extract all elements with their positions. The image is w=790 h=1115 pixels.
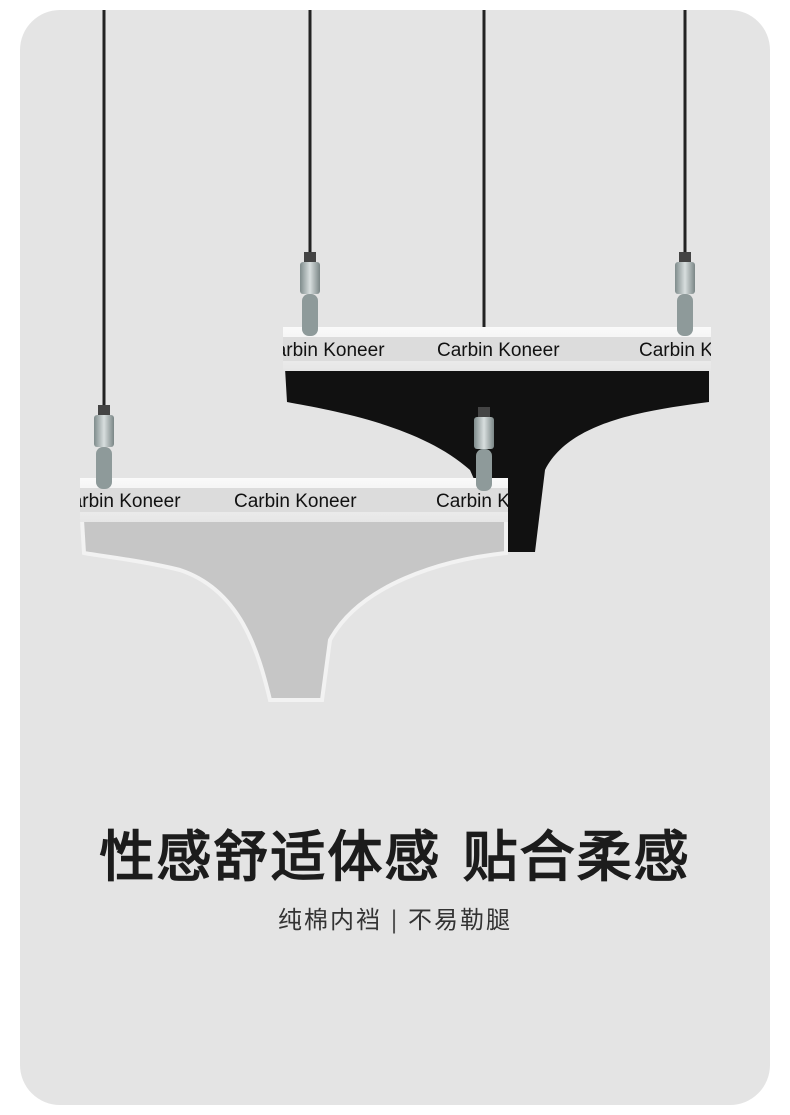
subheadline-separator: | xyxy=(389,906,401,934)
clip-4 xyxy=(474,407,494,491)
gray-waistband-brand-center: Carbin Koneer xyxy=(234,491,357,512)
clip-2 xyxy=(675,252,695,336)
gray-waistband-brand-right: Carbin Koneer xyxy=(436,491,559,512)
black-underwear: Carbin Koneer Carbin Koneer Carbin Konee… xyxy=(262,327,762,552)
subheadline-left: 纯棉内裆 xyxy=(277,906,382,934)
gray-underwear: Carbin Koneer Carbin Koneer Carbin Konee… xyxy=(58,478,559,702)
black-waistband-brand-center: Carbin Koneer xyxy=(437,340,560,361)
black-waistband-brand-right: Carbin Koneer xyxy=(639,340,762,361)
headline: 性感舒适体感 贴合柔感 xyxy=(99,825,691,889)
gray-waistband-brand-left: Carbin Koneer xyxy=(58,491,181,512)
subheadline: 纯棉内裆|不易勒腿 xyxy=(0,902,790,938)
clip-1 xyxy=(300,252,320,336)
subheadline-right: 不易勒腿 xyxy=(408,906,513,934)
clip-3 xyxy=(94,405,114,489)
black-waistband-brand-left: Carbin Koneer xyxy=(262,340,385,361)
